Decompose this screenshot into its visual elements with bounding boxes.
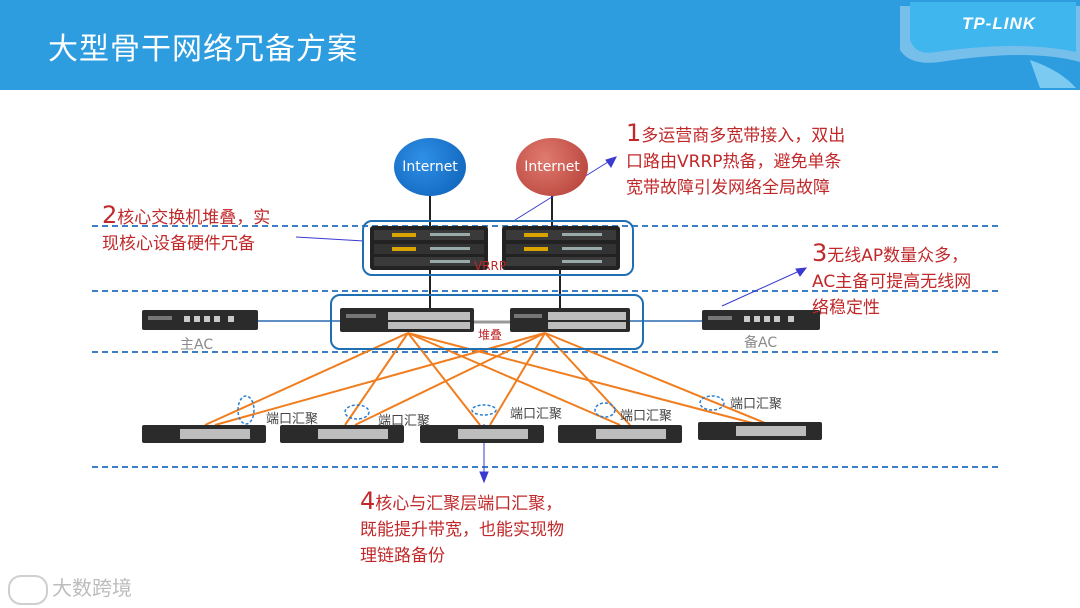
core-switch-right xyxy=(510,308,630,332)
watermark: 大数跨境 xyxy=(8,572,132,605)
watermark-logo-icon xyxy=(8,574,48,605)
main-ac-device xyxy=(142,310,258,330)
annotation-line: 多运营商多宽带接入，双出 xyxy=(641,126,846,146)
vrrp-group-box xyxy=(362,220,634,276)
backup-ac-device xyxy=(702,310,820,330)
port-aggregation-label: 端口汇聚 xyxy=(730,397,783,412)
stack-label: 堆叠 xyxy=(477,326,504,343)
annotation-1: 1多运营商多宽带接入，双出 口路由VRRP热备，避免单条 宽带故障引发网络全局故… xyxy=(626,120,845,201)
port-aggregation-label: 端口汇聚 xyxy=(266,412,319,427)
annotation-number: 3 xyxy=(812,239,828,267)
router-right xyxy=(502,226,620,270)
annotation-3: 3无线AP数量众多， AC主备可提高无线网 络稳定性 xyxy=(812,240,971,321)
annotation-number: 2 xyxy=(102,201,118,229)
internet-cloud-icon: Internet xyxy=(516,138,588,196)
core-switch-left xyxy=(340,308,474,332)
main-ac-label: 主AC xyxy=(180,337,214,353)
backup-ac-label: 备AC xyxy=(744,335,778,351)
internet-label: Internet xyxy=(524,159,580,175)
aggregation-switch xyxy=(142,425,266,443)
annotation-line: 络稳定性 xyxy=(812,298,880,318)
header-bar: 大型骨干网络冗备方案 TP-LINK xyxy=(0,0,1080,90)
aggregation-ellipses xyxy=(237,395,725,425)
annotation-line: 核心与汇聚层端口汇聚， xyxy=(375,494,563,514)
annotation-line: AC主备可提高无线网 xyxy=(812,272,972,292)
vrrp-label: VRRP xyxy=(474,259,507,273)
aggregation-switch xyxy=(698,422,822,440)
annotation-2: 2核心交换机堆叠，实 现核心设备硬件冗备 xyxy=(102,202,270,257)
brand-logo: TP-LINK xyxy=(880,0,1080,90)
watermark-text: 大数跨境 xyxy=(52,576,132,600)
annotation-4: 4核心与汇聚层端口汇聚， 既能提升带宽，也能实现物 理链路备份 xyxy=(360,488,564,569)
logo-text: TP-LINK xyxy=(961,14,1036,33)
router-left xyxy=(370,226,488,270)
port-aggregation-label: 端口汇聚 xyxy=(378,414,431,429)
port-aggregation-label: 端口汇聚 xyxy=(510,407,563,422)
annotation-number: 1 xyxy=(626,119,642,147)
annotation-line: 既能提升带宽，也能实现物 xyxy=(360,520,564,540)
stack-group-box xyxy=(330,294,644,350)
annotation-line: 宽带故障引发网络全局故障 xyxy=(626,178,830,198)
annotation-line: 核心交换机堆叠，实 xyxy=(117,208,271,228)
page-title: 大型骨干网络冗备方案 xyxy=(48,32,358,67)
aggregation-switch xyxy=(420,425,544,443)
logo-ribbon-shape xyxy=(900,2,1080,88)
layer-divider xyxy=(92,466,998,468)
annotation-line: 现核心设备硬件冗备 xyxy=(102,234,255,254)
port-aggregation-label: 端口汇聚 xyxy=(620,409,673,424)
annotation-line: 无线AP数量众多， xyxy=(827,246,969,266)
annotation-line: 理链路备份 xyxy=(360,546,445,566)
aggregation-switch xyxy=(558,425,682,443)
annotation-arrows xyxy=(295,156,808,484)
annotation-number: 4 xyxy=(360,487,376,515)
annotation-line: 口路由VRRP热备，避免单条 xyxy=(626,152,842,172)
layer-divider xyxy=(92,290,998,292)
internet-label: Internet xyxy=(402,159,458,175)
layer-divider xyxy=(92,351,998,353)
aggregation-switch xyxy=(280,425,404,443)
internet-cloud-icon: Internet xyxy=(394,138,466,196)
